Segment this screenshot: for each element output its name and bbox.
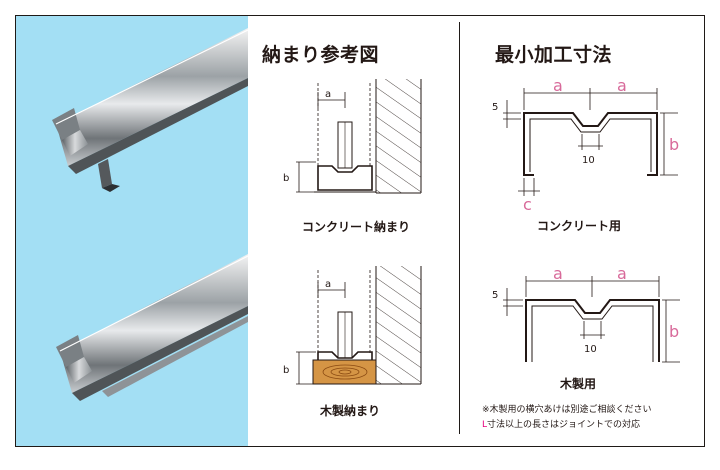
- section-divider: [459, 22, 460, 434]
- dim-10-concrete: 10: [582, 155, 595, 166]
- dim-a-wood: a: [325, 279, 331, 290]
- note-l-marker: L: [482, 420, 488, 430]
- caption-concrete-use: コンクリート用: [537, 219, 622, 233]
- heading-install-reference: 納まり参考図: [262, 44, 380, 66]
- note-line-1: ※木製用の横穴あけは別途ご相談ください: [482, 405, 652, 415]
- dim-10-wood: 10: [584, 344, 597, 355]
- dim-a-right-concrete: a: [617, 76, 627, 95]
- heading-min-dimensions: 最小加工寸法: [495, 44, 613, 66]
- dim-b-wood: b: [283, 365, 289, 376]
- caption-wood-install: 木製納まり: [320, 404, 381, 418]
- dim-5-wood: 5: [492, 290, 498, 301]
- dim-5-concrete: 5: [492, 102, 498, 113]
- note-block: ※木製用の横穴あけは別途ご相談ください L寸法以上の長さはジョイントでの対応: [482, 403, 652, 433]
- caption-concrete-install: コンクリート納まり: [302, 220, 411, 234]
- dim-a-right-wood: a: [617, 264, 627, 283]
- caption-wood-use: 木製用: [560, 377, 597, 391]
- dim-a-concrete: a: [325, 89, 331, 100]
- dim-a-left-concrete: a: [553, 76, 563, 95]
- product-photo-panel: [16, 16, 249, 446]
- note-line-2: L寸法以上の長さはジョイントでの対応: [482, 418, 652, 433]
- note-line-2-text: 寸法以上の長さはジョイントでの対応: [487, 420, 641, 430]
- dim-a-left-wood: a: [553, 264, 563, 283]
- dim-b-concrete-min: b: [669, 135, 679, 154]
- dim-b-concrete: b: [283, 173, 289, 184]
- rail-photo-concrete: [52, 28, 249, 401]
- dim-c-concrete: c: [523, 195, 532, 214]
- dim-b-wood-min: b: [669, 322, 679, 341]
